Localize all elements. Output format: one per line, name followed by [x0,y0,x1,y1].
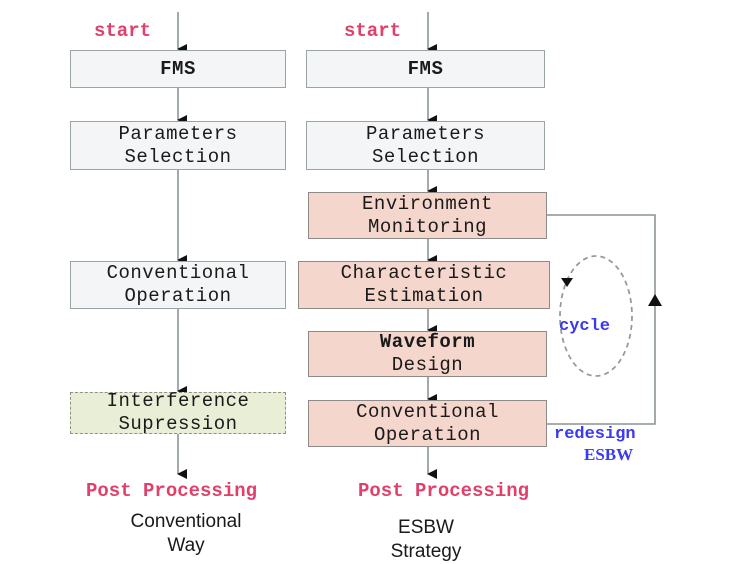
feedback-up-arrowhead [648,294,662,306]
box-text: FMS [407,57,444,80]
box-text: FMS [160,57,196,80]
cycle-label: cycle [559,317,611,336]
right-conventional-operation-box: Conventional Operation [308,400,547,447]
box-text: Monitoring [367,215,488,238]
caption-line: Way [167,535,205,556]
box-text: Design [391,354,464,376]
box-text: Selection [371,145,480,168]
environment-monitoring-box: Environment Monitoring [308,192,547,239]
box-text: Characteristic [340,262,508,284]
box-text: Environment [362,192,493,215]
box-text: Parameters [118,122,238,145]
left-conventional-operation-box: Conventional Operation [70,261,286,309]
caption-line: Conventional [130,511,242,532]
redesign-feedback-loop [547,214,656,425]
right-fms-box: FMS [306,50,545,88]
box-text: Estimation [364,285,484,307]
caption-line: Strategy [390,541,462,562]
left-caption: Conventional Way [86,510,286,558]
box-text: Waveform [379,331,476,353]
cycle-dashed-ellipse [559,255,633,377]
right-post-processing-label: Post Processing [358,480,530,502]
left-interference-suppression-box: Interference Supression [70,390,286,435]
box-text: Supression [118,413,238,435]
left-start-label: start [94,20,152,42]
waveform-design-box: Waveform Design [308,331,547,377]
box-text: Conventional [356,400,499,423]
box-text: Selection [124,145,232,168]
right-caption: ESBW Strategy [326,516,526,564]
redesign-label: redesign [554,425,636,444]
caption-line: ESBW [398,517,454,538]
cycle-arrowhead [561,278,573,287]
esbw-label: ESBW [584,445,634,464]
left-fms-box: FMS [70,50,286,88]
box-text: Parameters [365,122,486,145]
box-text: Operation [373,423,482,446]
characteristic-estimation-box: Characteristic Estimation [298,261,550,309]
left-post-processing-label: Post Processing [86,480,258,502]
box-text: Interference [106,390,250,412]
right-start-label: start [344,20,402,42]
left-parameters-selection-box: Parameters Selection [70,121,286,170]
box-text: Operation [124,285,232,307]
right-parameters-selection-box: Parameters Selection [306,121,545,170]
box-text: Conventional [106,262,250,284]
